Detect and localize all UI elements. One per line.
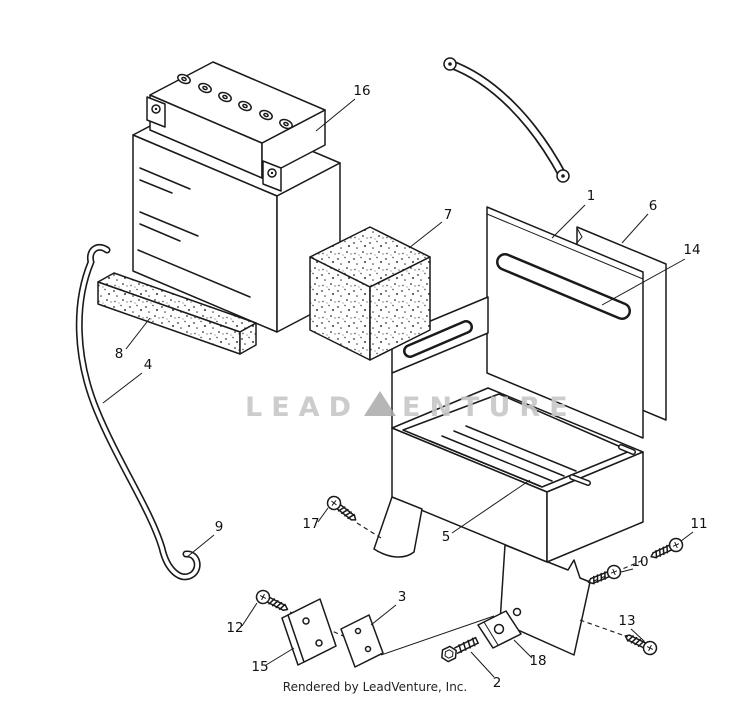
battery [132, 61, 341, 333]
callout-3: 3 [398, 589, 407, 605]
callout-16: 16 [353, 83, 370, 99]
leader-17 [317, 507, 329, 523]
callout-11: 11 [690, 516, 707, 532]
callout-13: 13 [618, 613, 635, 629]
box-cover [486, 206, 644, 439]
callout-17: 17 [302, 516, 319, 532]
leader-14 [601, 258, 686, 306]
battery-filler-caps [177, 73, 293, 130]
screw-13 [621, 629, 660, 658]
plate-3 [340, 614, 384, 668]
leader-2 [470, 651, 495, 678]
leader-1 [551, 204, 586, 239]
callout-2: 2 [493, 675, 502, 691]
watermark-right: ENTURE [402, 392, 577, 423]
leader-11 [680, 531, 694, 542]
leader-4 [102, 372, 143, 404]
leader-9 [186, 534, 215, 558]
callout-4: 4 [144, 357, 153, 373]
foam-block [309, 226, 431, 361]
callout-18: 18 [529, 653, 546, 669]
screw-17 [324, 493, 361, 526]
leader-7 [408, 221, 443, 249]
callout-12: 12 [226, 620, 243, 636]
leader-10 [620, 568, 634, 573]
bungee-cord [75, 243, 201, 581]
screw-10 [585, 562, 624, 590]
leader-lines [102, 98, 694, 678]
leader-3 [370, 604, 397, 626]
callout-9: 9 [215, 519, 224, 535]
bracket-18 [477, 610, 522, 649]
leader-8 [125, 317, 151, 350]
screw-11 [647, 535, 686, 564]
callout-6: 6 [649, 198, 658, 214]
callout-14: 14 [683, 242, 700, 258]
box-body [373, 387, 644, 563]
foam-pad [97, 272, 257, 355]
callout-1: 1 [587, 188, 596, 204]
callout-10: 10 [631, 554, 648, 570]
cover-side-tab [391, 296, 489, 429]
bolt-2 [441, 636, 479, 663]
hold-down-strap [443, 57, 570, 183]
leader-18 [513, 639, 533, 659]
leader-12 [241, 602, 258, 627]
leader-16 [315, 98, 356, 132]
bracket-15 [281, 598, 337, 666]
callouts: 1 2 3 4 5 6 7 8 9 10 11 12 13 14 15 16 1… [115, 83, 708, 691]
box-left-flap [373, 496, 423, 558]
callout-5: 5 [442, 529, 451, 545]
leadventure-logo-triangle [364, 391, 396, 416]
battery-terminal-left [146, 96, 166, 128]
callout-15: 15 [251, 659, 268, 675]
leader-15 [265, 647, 295, 666]
leader-13 [630, 628, 645, 642]
battery-terminal-right [262, 160, 282, 192]
callout-7: 7 [444, 207, 453, 223]
watermark: LEAD ENTURE [245, 391, 577, 423]
leader-5 [451, 479, 531, 534]
watermark-left: LEAD [245, 392, 360, 423]
screw-12 [253, 587, 292, 617]
callout-8: 8 [115, 346, 124, 362]
leader-6 [621, 213, 649, 244]
battery-box-assembly [373, 206, 667, 656]
footer-credit: Rendered by LeadVenture, Inc. [283, 680, 467, 694]
